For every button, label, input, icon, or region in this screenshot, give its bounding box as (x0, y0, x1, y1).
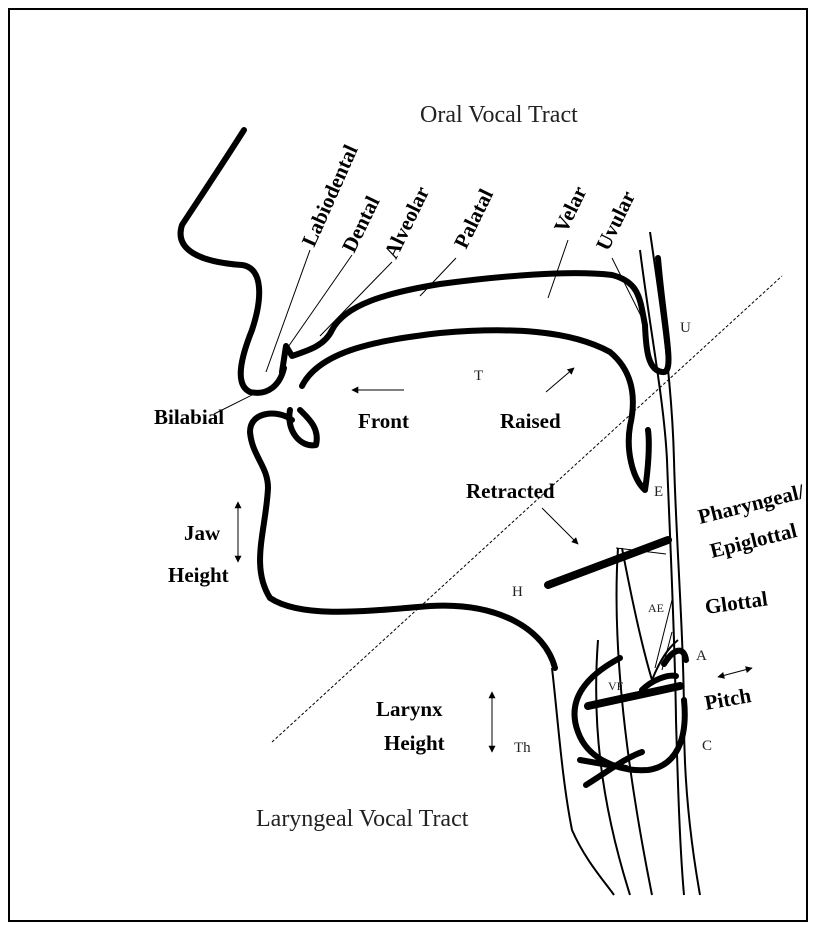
label-bilabial: Bilabial (154, 405, 224, 429)
vocal-folds-bar (588, 686, 680, 706)
label-front: Front (358, 409, 409, 433)
label-alveolar: Alveolar (379, 182, 434, 262)
anatomy-letter-ae: AE (648, 601, 664, 615)
label-epiglottal: Epiglottal (707, 518, 799, 563)
lower-lip-and-chin (250, 414, 555, 668)
label-velar: Velar (549, 182, 592, 236)
label-palatal: Palatal (449, 185, 498, 252)
pitch-arrow (718, 668, 752, 677)
anatomy-letter-t: T (474, 368, 483, 384)
anatomy-letter-vf: VF (608, 679, 624, 693)
anatomy-letter-th: Th (514, 740, 531, 756)
label-pitch: Pitch (703, 683, 753, 715)
pharynx-back-wall (650, 232, 700, 895)
anatomy-letter-e: E (654, 484, 663, 500)
trachea-line-2 (617, 548, 652, 895)
label-jaw-height: Height (168, 563, 229, 587)
retracted-arrow (542, 508, 578, 544)
anatomy-letter-u: U (680, 320, 691, 336)
lower-teeth (289, 410, 316, 445)
anatomy-letter-c: C (702, 738, 712, 754)
label-uvular: Uvular (591, 187, 640, 254)
tongue (302, 330, 649, 490)
label-jaw: Jaw (184, 521, 221, 545)
label-raised: Raised (500, 409, 561, 433)
label-glottal: Glottal (703, 586, 769, 619)
anatomy-letter-a: A (696, 648, 707, 664)
raised-arrow (546, 368, 574, 392)
laryngeal-tract-title: Laryngeal Vocal Tract (256, 806, 469, 832)
anatomy-letter-h: H (512, 584, 523, 600)
label-larynx-height: Height (384, 731, 445, 755)
hyoid-bar (548, 540, 668, 585)
face-profile (181, 130, 284, 393)
oral-tract-title: Oral Vocal Tract (420, 102, 578, 128)
label-dental: Dental (337, 192, 385, 256)
label-retracted: Retracted (466, 479, 555, 503)
label-larynx: Larynx (376, 697, 443, 721)
